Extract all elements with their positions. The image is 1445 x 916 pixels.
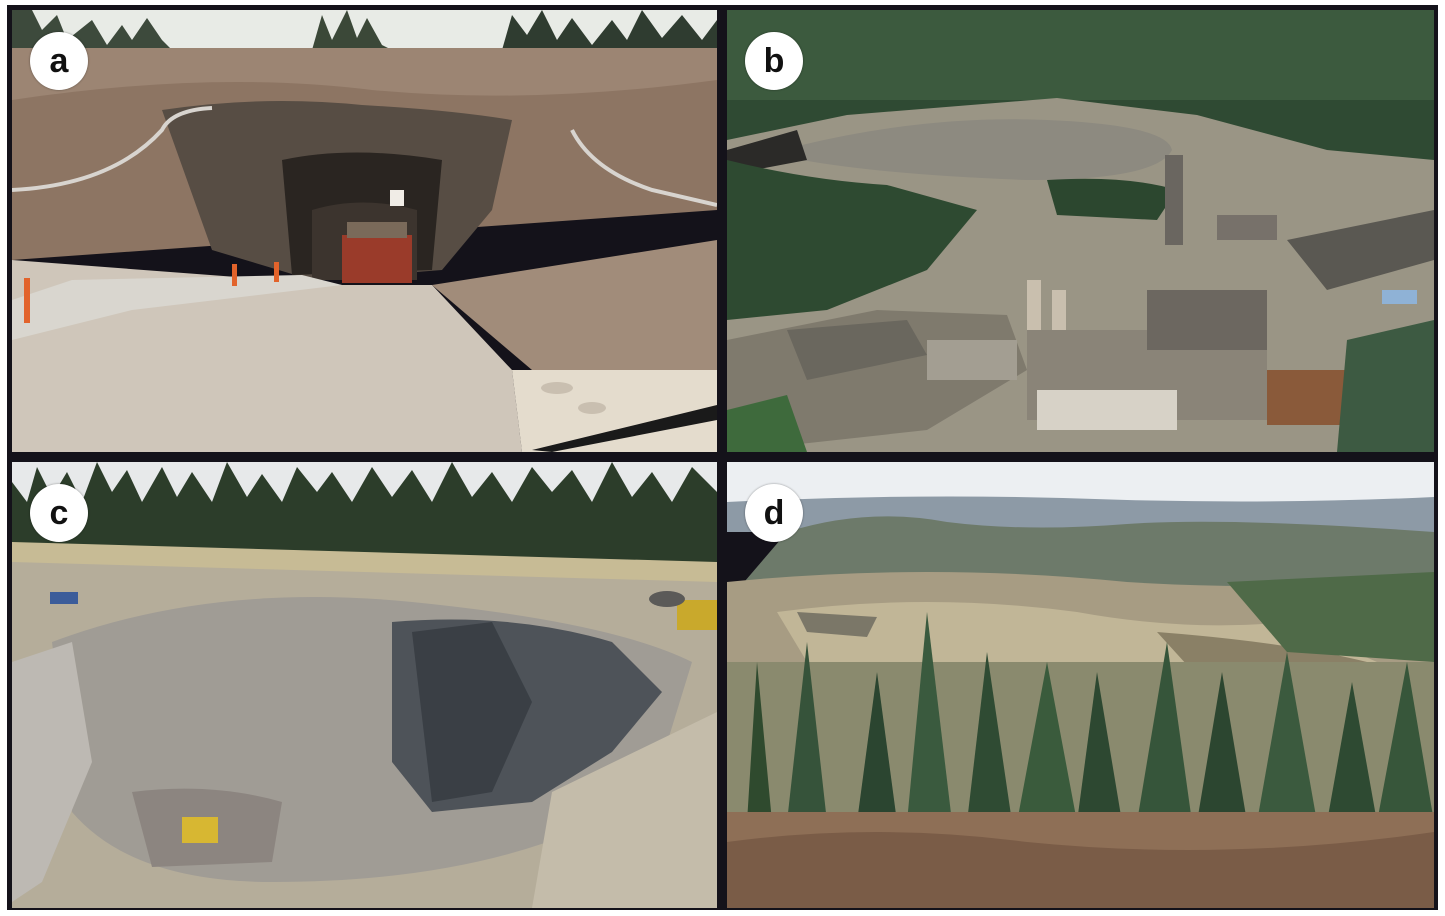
panel-label-a: a bbox=[30, 32, 88, 90]
panel-a-mine-portal: a bbox=[12, 10, 717, 452]
panel-c-open-pit: c bbox=[12, 462, 717, 908]
panel-b-aerial-mill: b bbox=[727, 10, 1434, 452]
mine-portal-photo bbox=[12, 10, 717, 452]
reclaimed-landscape-photo bbox=[727, 462, 1434, 908]
aerial-mill-photo bbox=[727, 10, 1434, 452]
panel-label-c: c bbox=[30, 484, 88, 542]
panel-label-b: b bbox=[745, 32, 803, 90]
open-pit-photo bbox=[12, 462, 717, 908]
panel-label-d: d bbox=[745, 484, 803, 542]
panel-d-landscape: d bbox=[727, 462, 1434, 908]
